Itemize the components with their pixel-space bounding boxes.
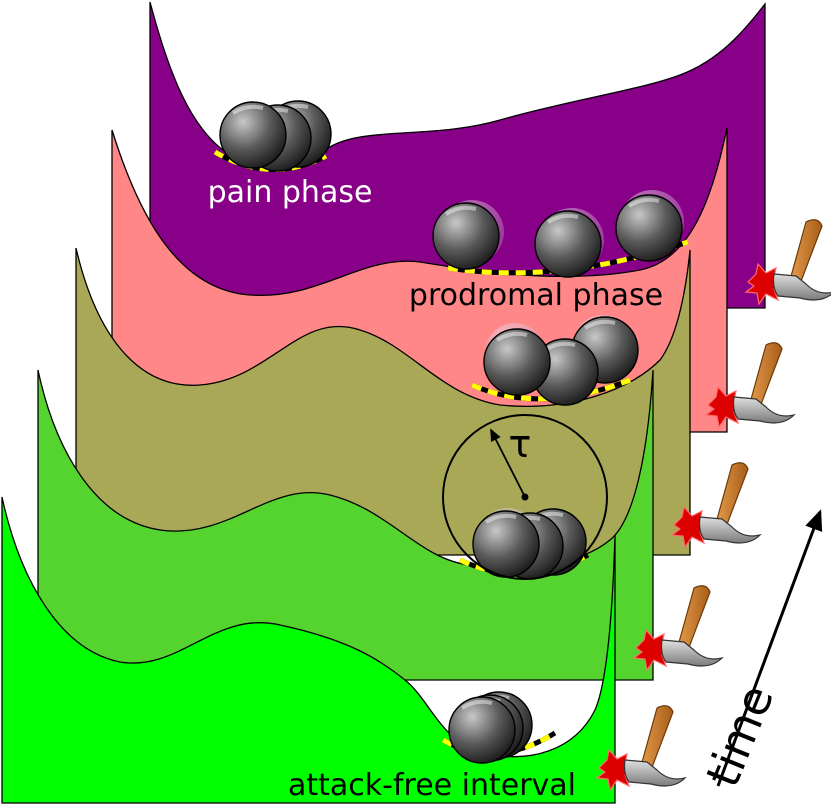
interictal-landscape	[75, 247, 691, 556]
ball-icon	[482, 327, 552, 397]
time-label: time	[695, 678, 784, 795]
prodromal-phase-label: prodromal phase	[409, 278, 663, 313]
time-arrow	[716, 509, 823, 787]
ball-icon	[533, 209, 603, 279]
attack-free-landscape	[1, 496, 616, 804]
time-axis: time	[695, 509, 823, 795]
pain-phase-sheet: pain phase	[149, 1, 831, 309]
tau-timescale-indicator: τ	[442, 414, 608, 580]
tau-label: τ	[509, 422, 532, 466]
ball-icon	[431, 201, 501, 271]
ball-cluster	[218, 99, 333, 173]
attack-free-sheet: attack-free interval	[1, 496, 686, 804]
ball-icon	[614, 193, 684, 263]
ball-icon	[447, 695, 517, 765]
arrow-icon	[490, 428, 526, 498]
transition-landscape	[37, 369, 654, 681]
attack-free-interval-label: attack-free interval	[288, 768, 576, 803]
interictal-sheet	[75, 247, 761, 556]
pain-phase-landscape	[149, 1, 766, 309]
ball-icon	[218, 100, 288, 170]
pain-phase-label: pain phase	[208, 175, 373, 210]
